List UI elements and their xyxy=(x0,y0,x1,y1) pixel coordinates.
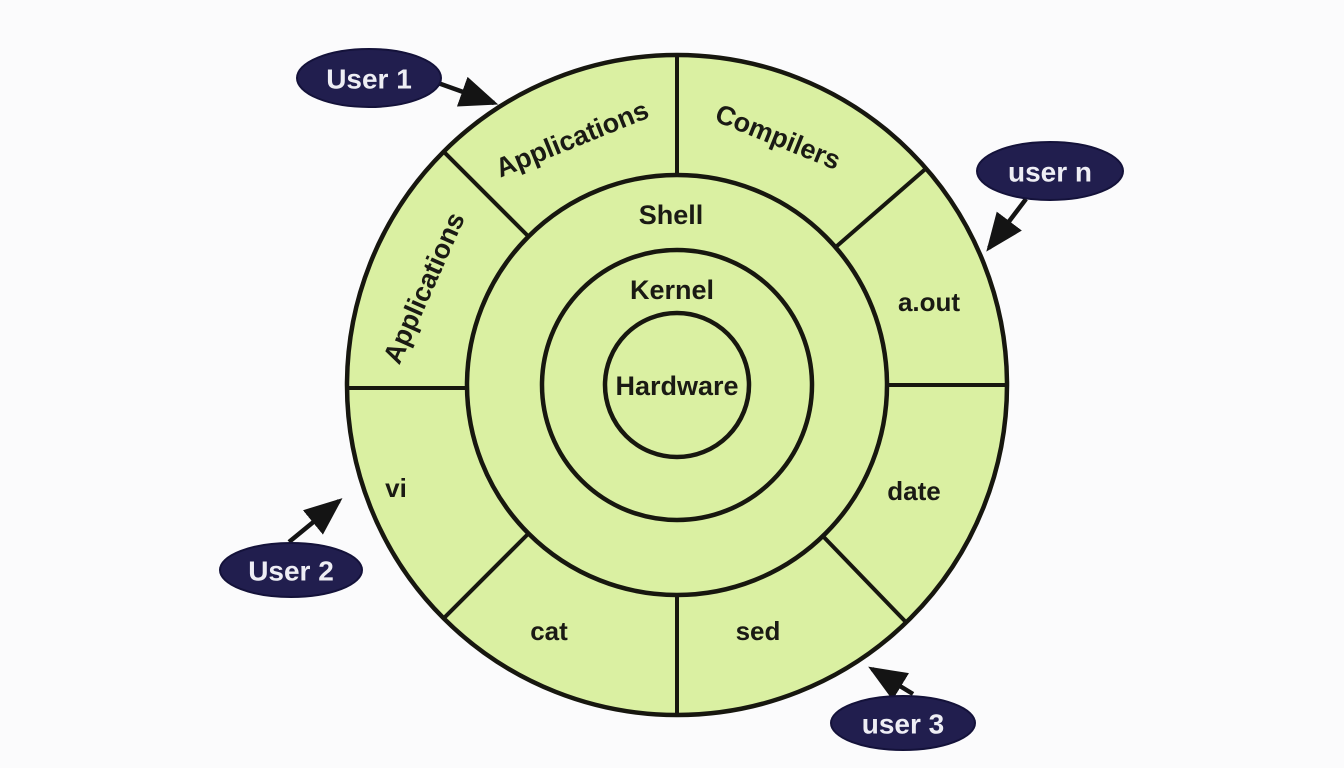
hardware-label: Hardware xyxy=(615,371,738,401)
divider-cat-vi xyxy=(442,532,530,620)
user1-arrow xyxy=(437,76,499,107)
segment-label-vi: vi xyxy=(385,473,407,503)
user-callout-user3: user 3 xyxy=(830,666,976,751)
segment-label-sed: sed xyxy=(736,616,781,646)
user-callout-usern: user n xyxy=(976,141,1124,252)
user-callout-user2: User 2 xyxy=(219,498,363,598)
user1-ellipse xyxy=(296,48,442,108)
user3-label: user 3 xyxy=(862,709,945,740)
segment-label-cat: cat xyxy=(530,616,568,646)
shell-label: Shell xyxy=(639,200,704,230)
segment-label-date: date xyxy=(887,476,940,506)
usern-label: user n xyxy=(1008,157,1092,188)
user2-ellipse xyxy=(219,542,363,598)
user3-arrow xyxy=(868,666,915,701)
divider-date-sed xyxy=(821,534,908,624)
user2-label: User 2 xyxy=(248,556,334,587)
divider-applications-applications xyxy=(442,150,530,238)
user2-arrow xyxy=(287,498,343,544)
user1-label: User 1 xyxy=(326,64,412,95)
user-callout-user1: User 1 xyxy=(296,48,499,108)
user3-ellipse xyxy=(830,695,976,751)
kernel-label: Kernel xyxy=(630,275,714,305)
usern-ellipse xyxy=(976,141,1124,201)
segment-label-aout: a.out xyxy=(898,287,960,317)
usern-arrow xyxy=(986,197,1028,252)
divider-compilers-aout xyxy=(834,166,928,249)
hardware-circle xyxy=(602,310,752,460)
